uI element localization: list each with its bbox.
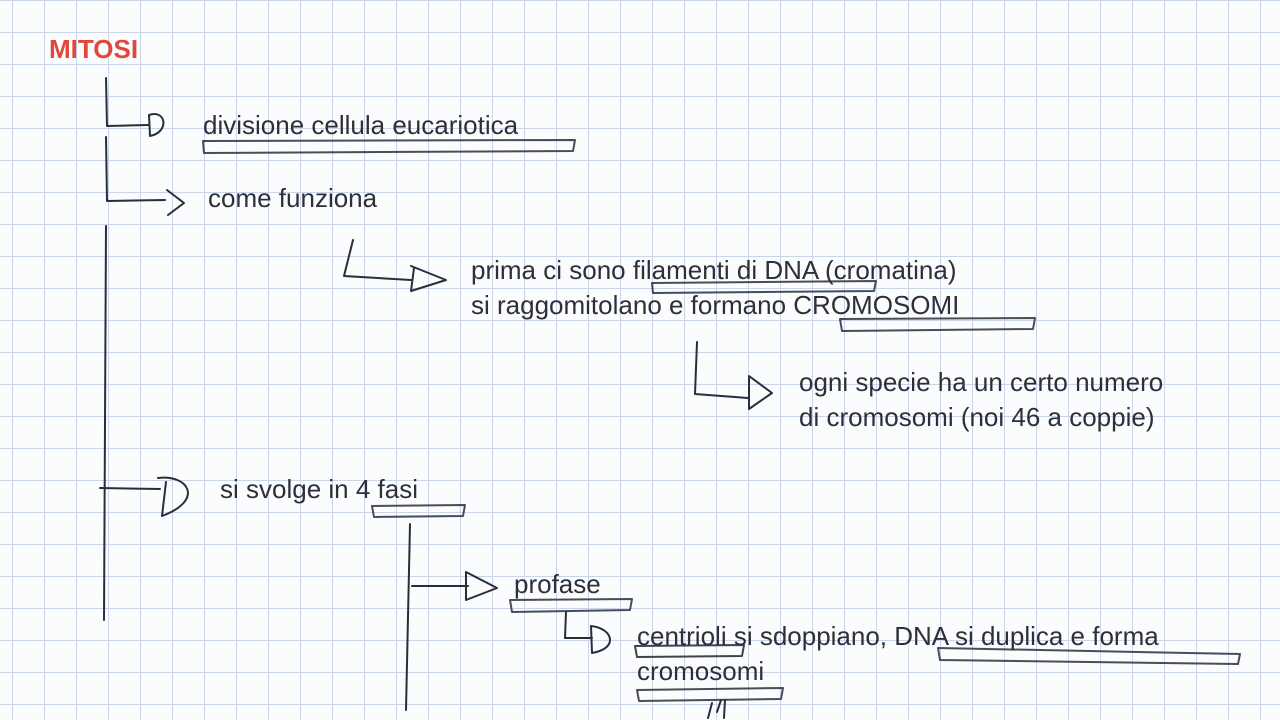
highlight-centrioli	[634, 644, 745, 658]
note-ogni-line1: ogni specie ha un certo numero	[799, 367, 1164, 397]
connector-4	[694, 341, 749, 399]
highlight-cromosomi	[839, 317, 1036, 332]
connector-2	[105, 136, 166, 202]
connector-main	[103, 225, 107, 621]
connector-5	[99, 487, 161, 490]
arrow-icon	[157, 476, 189, 517]
note-fasi: si svolge in 4 fasi	[220, 474, 418, 504]
connector-7	[564, 611, 593, 639]
connector-3	[343, 239, 412, 281]
connector-6	[405, 523, 411, 711]
highlight-dna-duplica	[937, 647, 1241, 665]
highlight-divisione	[202, 139, 576, 154]
arrow-icon	[166, 189, 185, 216]
arrow-icon	[590, 625, 612, 654]
note-prima-line2: si raggomitolano e formano CROMOSOMI	[471, 290, 960, 320]
highlight-profase	[509, 598, 633, 613]
note-come-funziona: come funziona	[208, 183, 378, 213]
note-prima-line1: prima ci sono filamenti di DNA (cromatin…	[471, 255, 957, 285]
arrow-icon	[465, 571, 498, 601]
highlight-cromosomi-2	[636, 687, 784, 702]
highlight-filamenti	[651, 280, 877, 294]
arrow-icon	[410, 265, 447, 292]
note-ogni-line2: di cromosomi (noi 46 a coppie)	[799, 402, 1155, 432]
page-title: MITOSI	[49, 34, 139, 64]
connector-1	[105, 77, 149, 127]
arrow-icon	[748, 375, 773, 410]
arrow-icon	[148, 113, 165, 137]
note-divisione: divisione cellula eucariotica	[203, 110, 519, 140]
note-centrioli-line2: cromosomi	[637, 656, 765, 686]
note-centrioli-line1: centrioli si sdoppiano, DNA si duplica e…	[637, 621, 1159, 651]
cut-off-scribble	[707, 699, 726, 719]
highlight-4-fasi	[371, 504, 466, 518]
note-profase: profase	[514, 569, 601, 599]
